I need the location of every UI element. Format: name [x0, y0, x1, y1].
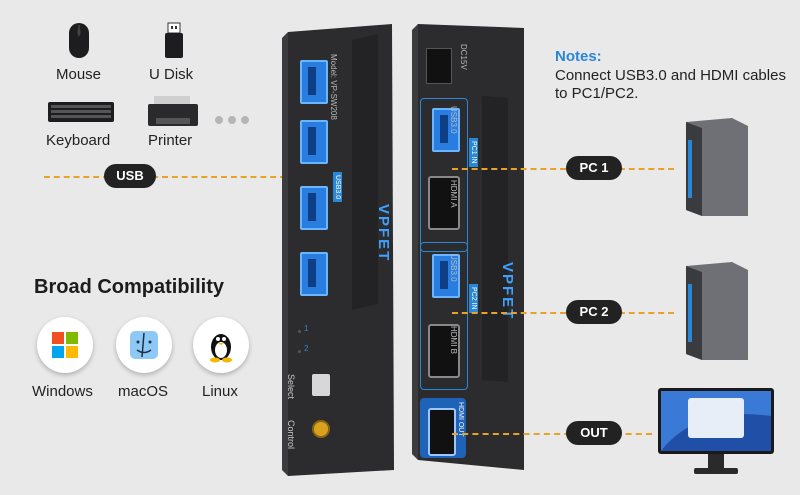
hdmi-b-label: HDMI B: [449, 326, 458, 354]
usb-port-3[interactable]: [300, 186, 328, 230]
printer-label: Printer: [148, 132, 193, 149]
usb-port-4[interactable]: [300, 252, 328, 296]
pc1-tower-icon: [682, 118, 752, 223]
hdmi-out-port[interactable]: [428, 408, 456, 456]
control-port[interactable]: [312, 420, 330, 438]
pc1-cable-line: [452, 168, 674, 170]
os-windows-label: Windows: [32, 383, 93, 400]
pc2-tower-icon: [682, 262, 752, 367]
model-label: Model: VP-SW208: [329, 54, 338, 120]
printer-icon: [148, 96, 200, 133]
select-button[interactable]: [312, 374, 330, 396]
linux-logo-icon: [193, 317, 249, 373]
notes-title: Notes:: [555, 48, 602, 65]
control-label: Control: [286, 420, 296, 450]
udisk-label: U Disk: [149, 66, 194, 83]
front-brand-logo: VPFET: [375, 204, 392, 263]
led-1-label: 1: [304, 324, 309, 333]
pc2-usb-port[interactable]: [432, 254, 460, 298]
compatibility-title: Broad Compatibility: [34, 276, 225, 298]
usb30-badge: USB3.0: [333, 172, 342, 203]
select-label: Select: [286, 374, 296, 400]
pc2-hdmi-port[interactable]: [428, 324, 460, 378]
more-dots-icon: [214, 112, 250, 130]
notes-line-2: to PC1/PC2.: [555, 85, 639, 102]
pc2-in-badge: PC2 IN: [469, 284, 478, 313]
dc-power-jack[interactable]: [426, 48, 452, 84]
kvm-front-panel: Model: VP-SW208 USB3.0 VPFET 1 2 Select …: [282, 24, 410, 476]
out-cable-line: [452, 433, 652, 435]
os-macos-label: macOS: [118, 383, 169, 400]
pc2-usb-label: USB3.0: [449, 254, 458, 282]
pc1-pill: PC 1: [566, 156, 622, 180]
keyboard-icon: [48, 100, 114, 129]
pc1-hdmi-port[interactable]: [428, 176, 460, 230]
pc2-pill: PC 2: [566, 300, 622, 324]
out-pill: OUT: [566, 421, 622, 445]
hdmi-out-label: HDMI OUT: [457, 402, 464, 437]
dc15v-label: DC15V: [459, 44, 468, 70]
pc1-usb-label: USB3.0: [449, 106, 458, 134]
usb-port-1[interactable]: [300, 60, 328, 104]
led-2-label: 2: [304, 344, 309, 353]
led-1: [298, 330, 301, 333]
usb-port-2[interactable]: [300, 120, 328, 164]
notes-line-1: Connect USB3.0 and HDMI cables: [555, 67, 786, 84]
macos-logo-icon: [116, 317, 172, 373]
pc1-port-group: [420, 98, 468, 252]
monitor-icon: [656, 386, 776, 483]
kvm-back-panel: DC15V USB3.0 HDMI A PC1 IN USB3.0 HDMI B…: [412, 22, 530, 472]
usb-pill: USB: [104, 164, 156, 188]
windows-logo-icon: [37, 317, 93, 373]
led-2: [298, 350, 301, 353]
mouse-icon: [68, 22, 90, 65]
mouse-label: Mouse: [56, 66, 102, 83]
hdmi-a-label: HDMI A: [449, 180, 458, 208]
pc2-cable-line: [452, 312, 674, 314]
keyboard-label: Keyboard: [46, 132, 111, 149]
pc1-in-badge: PC1 IN: [469, 138, 478, 167]
os-linux-label: Linux: [202, 383, 238, 400]
pc2-port-group: [420, 242, 468, 390]
usb-cable-line: [44, 176, 286, 178]
pc1-usb-port[interactable]: [432, 108, 460, 152]
udisk-icon: [163, 22, 185, 65]
